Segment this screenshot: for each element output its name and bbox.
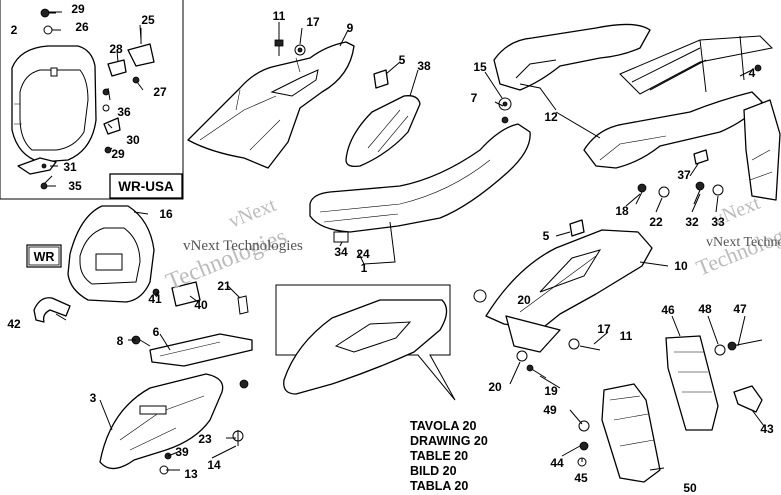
table-title-line: DRAWING 20 xyxy=(410,434,488,448)
part-number-label: 25 xyxy=(141,13,155,27)
part-number-label: 20 xyxy=(517,293,531,307)
part-number-label: 46 xyxy=(661,303,675,317)
watermark: vNext Technologies vNext Technologies vN… xyxy=(163,192,781,296)
part-number-label: 47 xyxy=(733,302,747,316)
part-number-label: 41 xyxy=(148,292,162,306)
part-fender-plate-6 xyxy=(149,333,253,367)
part-number-label: 44 xyxy=(550,456,564,470)
part-panel-38 xyxy=(345,95,421,168)
part-hardware-right-top xyxy=(498,64,762,205)
region-label-wr-usa-text: WR-USA xyxy=(118,179,174,194)
part-number-label: 29 xyxy=(71,2,85,16)
leader-lines xyxy=(47,11,765,471)
part-bracket-40 xyxy=(152,281,201,307)
part-number-label: 18 xyxy=(615,204,629,218)
part-number-label: 50 xyxy=(683,481,697,495)
part-reflector-43 xyxy=(733,385,763,413)
part-number-label: 10 xyxy=(674,259,688,273)
part-number-label: 20 xyxy=(488,380,502,394)
part-headlight-mask-16 xyxy=(67,205,155,303)
part-number-label: 3 xyxy=(90,391,97,405)
part-small-hardware-usa xyxy=(40,8,155,190)
part-plate-46 xyxy=(665,335,763,431)
part-subframe-4 xyxy=(619,35,781,201)
part-number-label: 29 xyxy=(111,147,125,161)
watermark-text-right: vNext Technologies xyxy=(706,235,781,250)
part-number-label: 40 xyxy=(194,298,208,312)
part-number-label: 38 xyxy=(417,59,431,73)
part-headlight-mask-usa xyxy=(11,45,97,163)
table-title-line: TABLE 20 xyxy=(410,449,468,463)
part-number-label: 39 xyxy=(175,445,189,459)
part-bracket-31 xyxy=(17,157,57,175)
wr-usa-frame xyxy=(0,0,184,200)
part-number-label: 49 xyxy=(543,403,557,417)
part-number-label: 42 xyxy=(7,317,21,331)
watermark-text: vNext Technologies xyxy=(183,238,303,254)
part-numbers: 1234556789101111121314151617171819202021… xyxy=(7,2,774,495)
part-number-label: 7 xyxy=(471,91,478,105)
part-number-label: 1 xyxy=(361,261,368,275)
part-number-label: 24 xyxy=(356,247,370,261)
part-number-label: 21 xyxy=(217,279,231,293)
part-number-label: 22 xyxy=(649,215,663,229)
region-label-wr-usa: WR-USA xyxy=(109,173,183,199)
part-number-label: 8 xyxy=(117,334,124,348)
table-title-line: TABLA 20 xyxy=(410,479,468,493)
region-label-wr: WR xyxy=(26,244,62,268)
part-number-label: 45 xyxy=(574,471,588,485)
part-number-label: 4 xyxy=(749,66,756,80)
part-number-label: 17 xyxy=(597,322,611,336)
part-number-label: 19 xyxy=(544,384,558,398)
part-number-label: 17 xyxy=(306,15,320,29)
part-number-label: 13 xyxy=(184,467,198,481)
part-number-label: 37 xyxy=(677,168,691,182)
table-title-line: BILD 20 xyxy=(410,464,457,478)
part-hardware-front xyxy=(131,295,249,475)
part-number-label: 15 xyxy=(473,60,487,74)
part-number-label: 31 xyxy=(63,160,77,174)
part-number-label: 14 xyxy=(207,458,221,472)
part-number-label: 11 xyxy=(273,9,286,23)
part-inset-side-cover xyxy=(283,289,487,395)
part-number-label: 34 xyxy=(334,245,348,259)
part-number-label: 28 xyxy=(109,42,123,56)
part-number-label: 43 xyxy=(760,422,774,436)
part-number-label: 36 xyxy=(117,105,131,119)
part-number-label: 35 xyxy=(68,179,82,193)
part-number-label: 5 xyxy=(399,53,406,67)
part-number-label: 33 xyxy=(711,215,725,229)
part-number-label: 16 xyxy=(159,207,173,221)
part-number-label: 27 xyxy=(153,85,167,99)
part-seat-1 xyxy=(309,123,531,233)
part-number-plate-50 xyxy=(601,383,661,483)
part-number-label: 5 xyxy=(543,229,550,243)
part-number-label: 2 xyxy=(11,23,18,37)
part-number-label: 9 xyxy=(347,21,354,35)
part-fuel-tank-12 xyxy=(493,23,763,169)
part-hardware-mid xyxy=(516,338,601,379)
table-title-line: TAVOLA 20 xyxy=(410,419,476,433)
part-number-label: 48 xyxy=(698,302,712,316)
part-side-panel-9 xyxy=(187,41,355,169)
part-number-label: 32 xyxy=(685,215,699,229)
region-label-wr-text: WR xyxy=(34,250,55,264)
part-number-label: 23 xyxy=(198,432,212,446)
part-hardware-seat xyxy=(333,231,349,243)
part-hardware-bottom-right xyxy=(577,420,590,467)
part-clamp-42 xyxy=(33,297,71,323)
part-number-label: 30 xyxy=(126,133,140,147)
part-small-hardware-top xyxy=(274,39,389,89)
part-side-cover-10 xyxy=(485,219,653,353)
part-number-label: 11 xyxy=(620,329,633,343)
part-number-label: 6 xyxy=(153,325,160,339)
part-number-label: 26 xyxy=(75,20,89,34)
part-front-fender-3 xyxy=(99,373,224,470)
part-number-label: 12 xyxy=(544,110,558,124)
